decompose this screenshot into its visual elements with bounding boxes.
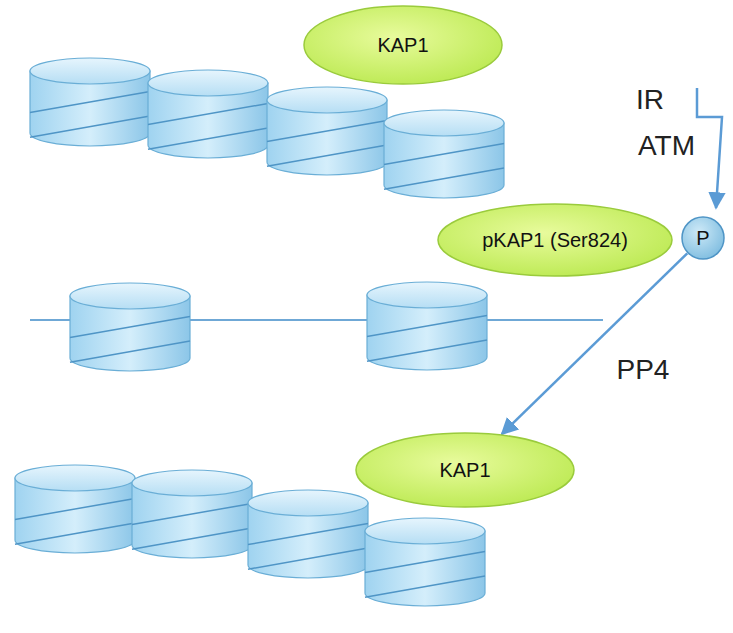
nucleosome — [148, 70, 268, 158]
protein-ellipse: KAP1 — [355, 432, 575, 508]
node-text: pKAP1 (Ser824) — [482, 229, 628, 252]
nucleosome — [248, 490, 368, 578]
nucleosome — [15, 465, 135, 553]
nucleosome — [367, 282, 487, 370]
protein-ellipse: KAP1 — [303, 5, 503, 85]
signal-arrow — [697, 88, 722, 208]
nucleosome — [365, 518, 485, 606]
protein-ellipse: pKAP1 (Ser824) — [437, 203, 673, 277]
node-text: KAP1 — [377, 34, 428, 57]
node-text: KAP1 — [439, 459, 490, 482]
phosphate-circle: P — [681, 216, 725, 260]
nucleosome — [30, 58, 150, 146]
signal-label: ATM — [638, 130, 695, 162]
nucleosome — [70, 283, 190, 371]
node-text: P — [696, 227, 709, 250]
signal-label: IR — [636, 84, 664, 116]
nucleosome — [384, 110, 504, 198]
connector-arrow — [502, 253, 688, 434]
edge-label: PP4 — [616, 354, 669, 386]
nucleosome — [267, 87, 387, 175]
nucleosome — [132, 470, 252, 558]
